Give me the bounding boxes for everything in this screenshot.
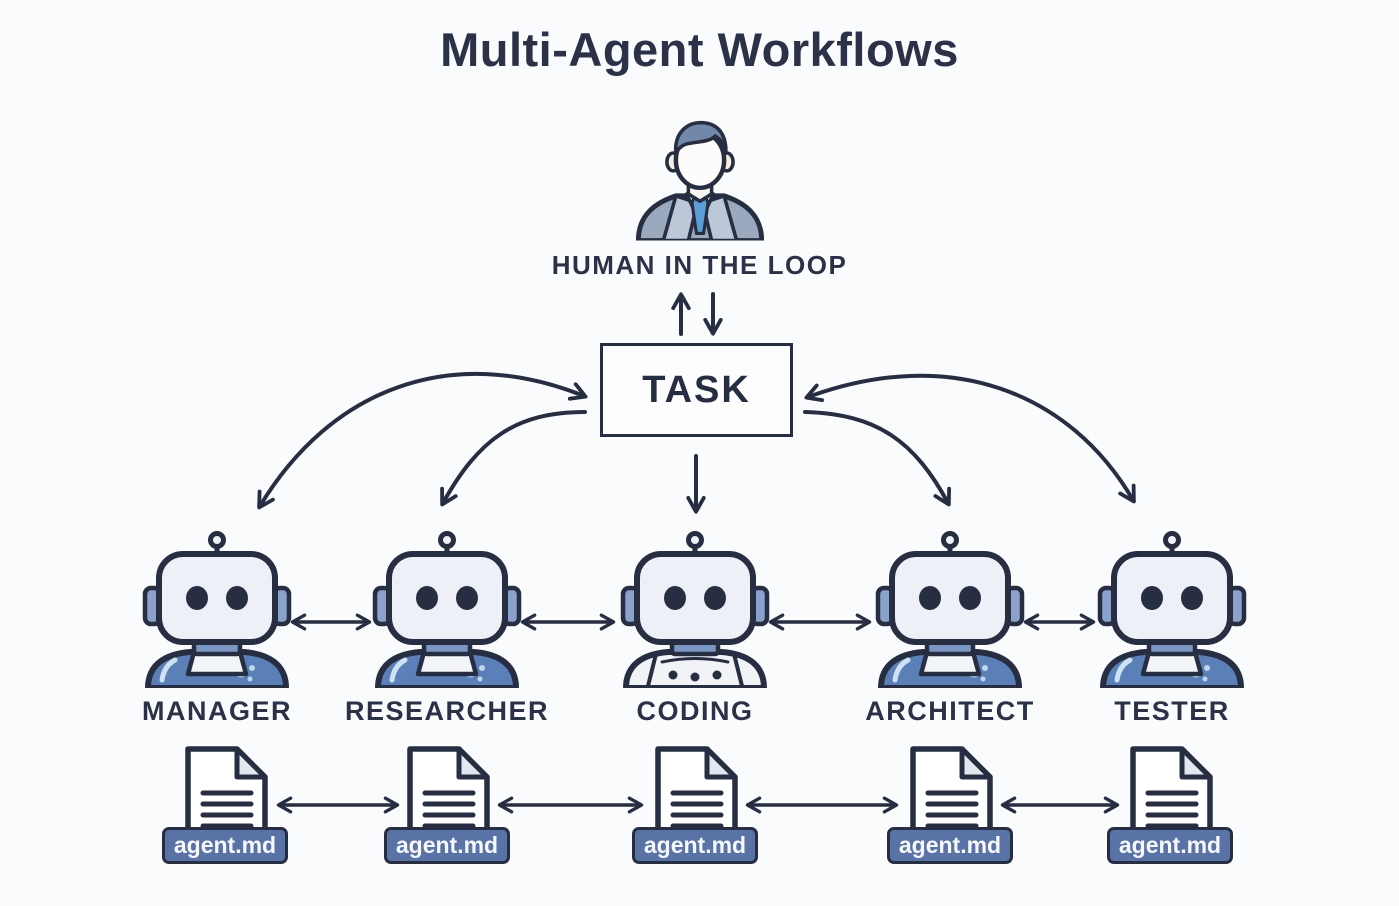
agent-label: MANAGER xyxy=(142,696,292,726)
page-title: Multi-Agent Workflows xyxy=(440,23,959,76)
robot-icon xyxy=(620,528,770,688)
file-badge: agent.md xyxy=(162,827,288,864)
human-icon xyxy=(633,108,767,248)
agent-label: CODING xyxy=(636,696,754,726)
agent-label: ARCHITECT xyxy=(865,696,1035,726)
file-badge: agent.md xyxy=(384,827,510,864)
agent-label: RESEARCHER xyxy=(344,696,550,726)
robot-icon xyxy=(875,528,1025,688)
file-badge: agent.md xyxy=(887,827,1013,864)
agent-label: TESTER xyxy=(1114,696,1230,726)
file-badge: agent.md xyxy=(1107,827,1233,864)
human-label: HUMAN IN THE LOOP xyxy=(551,250,848,280)
task-box: TASK xyxy=(600,343,793,437)
robot-icon xyxy=(372,528,522,688)
robot-icon xyxy=(142,528,292,688)
file-badge: agent.md xyxy=(632,827,758,864)
task-label: TASK xyxy=(642,368,751,411)
robot-icon xyxy=(1097,528,1247,688)
